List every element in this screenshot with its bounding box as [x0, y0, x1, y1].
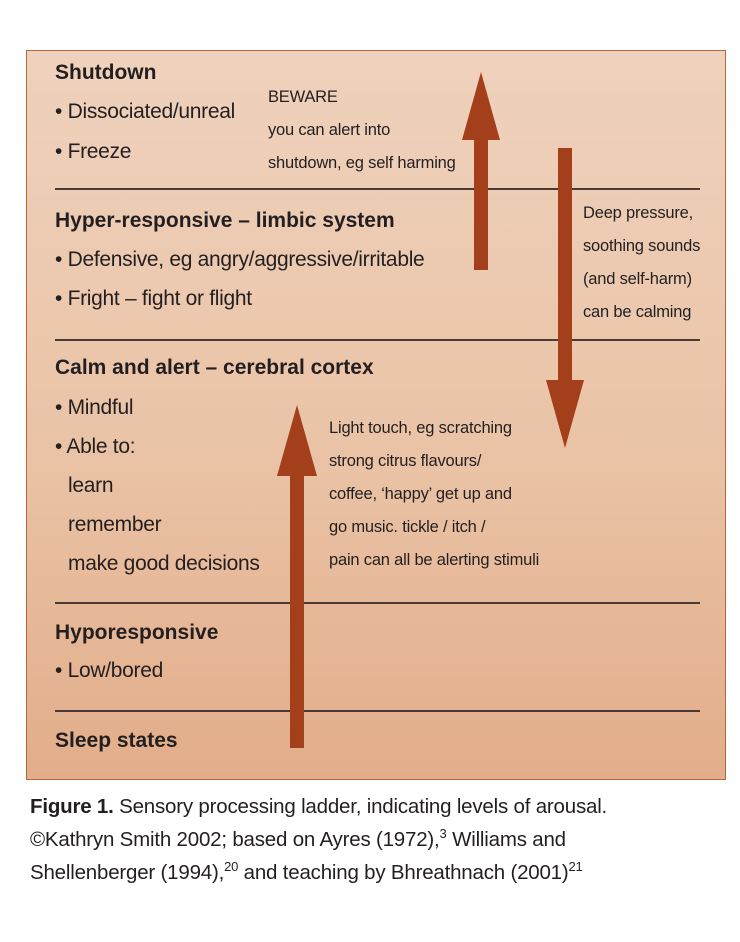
level-title-shutdown: Shutdown: [55, 61, 157, 84]
level-item: • Fright – fight or flight: [55, 287, 252, 310]
divider: [55, 710, 700, 712]
figure-caption: Figure 1. Sensory processing ladder, ind…: [30, 795, 608, 884]
level-item: • Freeze: [55, 140, 132, 163]
level-item: • Low/bored: [55, 659, 163, 682]
divider: [55, 188, 700, 190]
level-item: • Dissociated/unreal: [55, 100, 235, 123]
arrow-up-alerting: [277, 405, 317, 748]
level-title-hyper-responsive: Hyper-responsive – limbic system: [55, 209, 395, 232]
note-calming: soothing sounds: [583, 237, 701, 255]
level-title-calm-alert: Calm and alert – cerebral cortex: [55, 356, 374, 379]
level-item: • Defensive, eg angry/aggressive/irritab…: [55, 248, 425, 271]
note-alerting: pain can all be alerting stimuli: [329, 551, 540, 569]
level-item: • Mindful: [55, 396, 134, 419]
note-beware: shutdown, eg self harming: [268, 154, 456, 172]
level-title-sleep: Sleep states: [55, 729, 178, 752]
divider: [55, 339, 700, 341]
ladder-panel: [26, 50, 726, 780]
level-title-hyporesponsive: Hyporesponsive: [55, 621, 219, 644]
arrow-up-shutdown: [462, 72, 500, 270]
note-alerting: Light touch, eg scratching: [329, 419, 512, 437]
level-item: make good decisions: [68, 552, 260, 575]
divider: [55, 602, 700, 604]
caption-label: Figure 1.: [30, 795, 114, 818]
level-item: • Able to:: [55, 435, 136, 458]
note-calming: (and self-harm): [583, 270, 692, 288]
note-calming: can be calming: [583, 303, 692, 321]
level-item: remember: [68, 513, 162, 536]
note-alerting: go music. tickle / itch /: [329, 518, 486, 536]
note-alerting: coffee, ‘happy’ get up and: [329, 485, 512, 503]
arrow-down-calming: [546, 148, 584, 448]
note-calming: Deep pressure,: [583, 204, 694, 222]
level-item: learn: [68, 474, 114, 497]
note-beware: BEWARE: [268, 88, 338, 106]
note-alerting: strong citrus flavours/: [329, 452, 482, 470]
note-beware: you can alert into: [268, 121, 391, 139]
